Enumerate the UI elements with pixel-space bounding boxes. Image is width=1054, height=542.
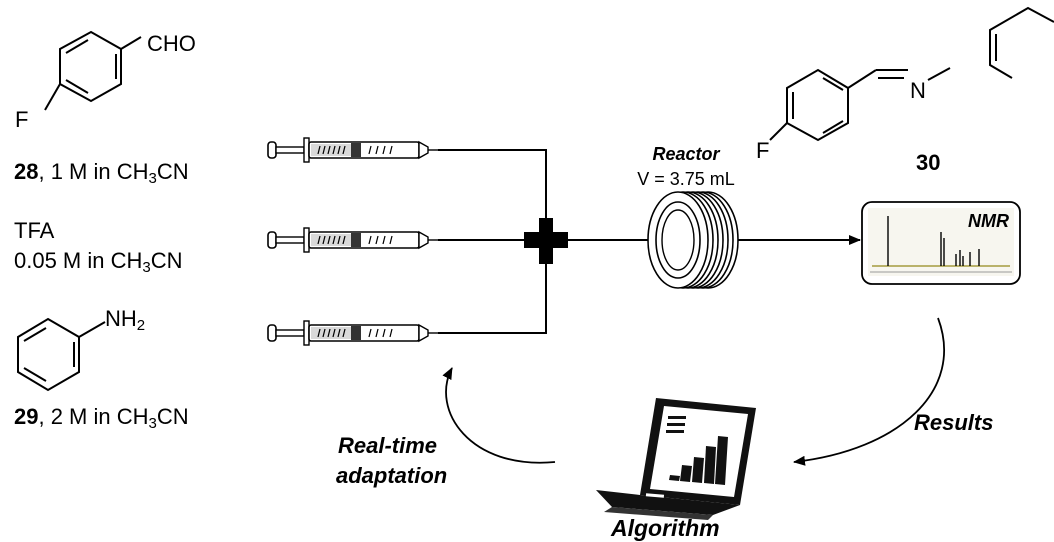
reactor-title: Reactor bbox=[652, 144, 720, 164]
mixer-icon bbox=[524, 218, 568, 264]
compound-number-30: 30 bbox=[916, 150, 941, 175]
reactor-coil-icon bbox=[647, 191, 739, 289]
tfa-label: TFA bbox=[14, 218, 55, 243]
compound-number-28: 28 bbox=[14, 159, 39, 184]
tfa-concentration: 0.05 M in CH3CN bbox=[14, 248, 183, 276]
syringe-icon bbox=[267, 227, 439, 253]
reagent-29-caption: 29, 2 M in CH3CN bbox=[14, 404, 189, 432]
feedback-arrows bbox=[442, 317, 945, 466]
cho-group-label: CHO bbox=[147, 31, 196, 56]
nh2-group-label: NH2 bbox=[105, 306, 146, 334]
adaptation-label-line1: Real-time bbox=[338, 433, 438, 458]
reactor-volume: V = 3.75 mL bbox=[637, 169, 735, 189]
nitrogen-label: N bbox=[910, 78, 926, 103]
results-label: Results bbox=[914, 410, 994, 435]
benzaldehyde-structure bbox=[44, 30, 142, 111]
adaptation-label-line2: adaptation bbox=[336, 463, 448, 488]
laptop-icon bbox=[596, 398, 756, 520]
fluorine-label-30: F bbox=[756, 138, 770, 163]
syringe-icon bbox=[267, 137, 439, 163]
algorithm-label: Algorithm bbox=[611, 515, 720, 541]
syringe-icon bbox=[267, 320, 439, 346]
reagent-28-caption: 28, 1 M in CH3CN bbox=[14, 159, 189, 187]
nmr-spectrum-icon bbox=[861, 201, 1021, 285]
fluorine-label-28: F bbox=[15, 107, 29, 132]
imine-product-structure bbox=[769, 6, 1054, 142]
aniline-structure bbox=[17, 317, 106, 392]
nmr-label: NMR bbox=[968, 211, 1009, 231]
compound-number-29: 29 bbox=[14, 404, 39, 429]
tubing bbox=[438, 149, 861, 334]
